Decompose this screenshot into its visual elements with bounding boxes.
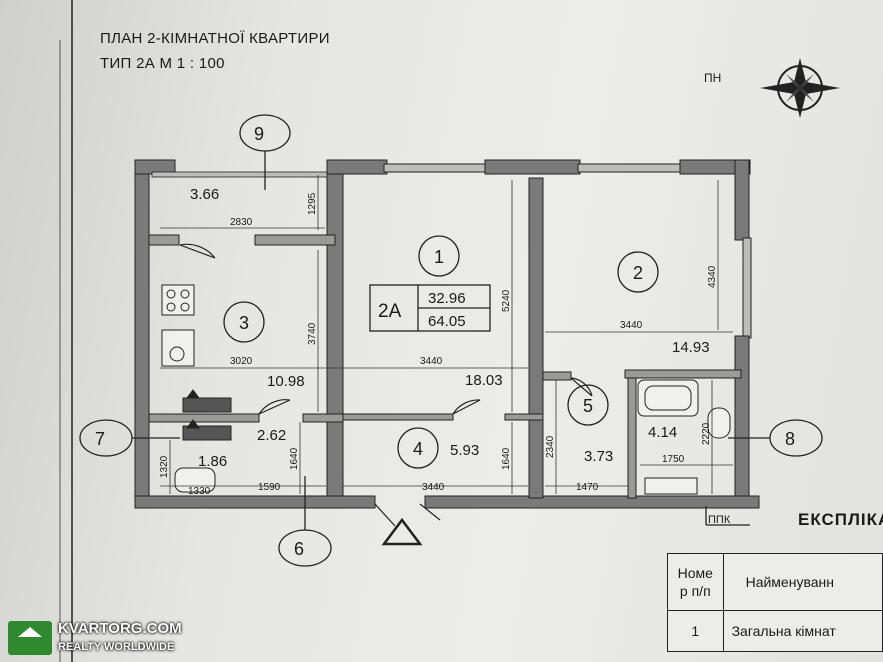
header-number-line1: Номе	[677, 565, 713, 581]
callout-label-7: 7	[95, 429, 105, 449]
vent-icon	[644, 477, 698, 495]
room-area-9: 3.66	[190, 186, 219, 203]
apartment-code-box	[369, 284, 491, 332]
inner-walls	[148, 234, 742, 499]
dim-1590: 1590	[258, 482, 281, 493]
row-number-cell: 1	[667, 610, 724, 652]
room-area-6: 2.62	[257, 427, 286, 444]
callout-label-6: 6	[294, 539, 304, 559]
house-logo-icon	[8, 621, 52, 655]
total-area: 64.05	[428, 313, 466, 330]
sink-icon	[161, 329, 195, 367]
watermark: KVARTORG.COM REALTY WORLDWIDE	[8, 620, 182, 656]
apartment-code: 2А	[378, 301, 402, 322]
room-number-3: 3	[239, 313, 249, 333]
room-number-4: 4	[413, 439, 423, 459]
room-circle-1	[418, 235, 460, 277]
room-area-7: 1.86	[198, 453, 227, 470]
stove-icon	[161, 284, 195, 316]
room-area-3: 10.98	[267, 373, 305, 390]
callout-6	[278, 529, 332, 567]
room-circle-3	[223, 301, 265, 343]
riser-icon-2	[182, 425, 232, 441]
explication-title: ЕКСПЛІКА	[798, 510, 883, 529]
dim-1320: 1320	[159, 455, 170, 478]
header-number-cell: Номе р п/п	[667, 553, 724, 611]
callout-label-9: 9	[254, 124, 264, 144]
balcony-window	[151, 171, 328, 178]
watermark-line2: REALTY WORLDWIDE	[58, 641, 175, 653]
room-area-4: 5.93	[450, 442, 479, 459]
compass-rose-icon	[760, 58, 840, 118]
dim-1640-a: 1640	[289, 447, 300, 470]
living-area: 32.96	[428, 290, 466, 307]
plan-title: ПЛАН 2-КІМНАТНОЇ КВАРТИРИ	[100, 30, 330, 47]
dim-2340: 2340	[545, 435, 556, 458]
riser-icon-1	[182, 397, 232, 413]
ppk-label: ППК	[708, 514, 731, 526]
room-area-1: 18.03	[465, 372, 503, 389]
dim-1750: 1750	[662, 454, 685, 465]
door-swings	[179, 243, 593, 527]
kitchen-equipment	[161, 284, 195, 367]
callout-label-8: 8	[785, 429, 795, 449]
explication-table: Номе р п/п Найменуванн 1 Загальна кімнат	[667, 553, 883, 652]
plan-subtitle: ТИП 2А М 1 : 100	[100, 55, 225, 72]
washbasin-icon	[707, 407, 731, 439]
dim-3740: 3740	[307, 322, 318, 345]
room-circle-2	[617, 251, 659, 293]
header-name-cell: Найменуванн	[722, 553, 883, 611]
dim-2220: 2220	[701, 422, 712, 445]
callout-8	[769, 419, 823, 457]
dim-1470: 1470	[576, 482, 599, 493]
room-circle-4	[397, 427, 439, 469]
room-number-2: 2	[633, 263, 643, 283]
dim-3020: 3020	[230, 356, 253, 367]
header-number-line2: р п/п	[679, 583, 711, 599]
callout-9	[239, 114, 291, 152]
dim-3440-c: 3440	[422, 482, 445, 493]
room-area-2: 14.93	[672, 339, 710, 356]
dim-1330: 1330	[188, 486, 211, 497]
dim-3440-b: 3440	[620, 320, 643, 331]
callout-7	[79, 419, 133, 457]
north-label: ПН	[704, 71, 722, 85]
room-area-8: 4.14	[648, 424, 677, 441]
room-number-1: 1	[434, 247, 444, 267]
watermark-line1: KVARTORG.COM	[58, 620, 182, 637]
room-area-5: 3.73	[584, 448, 613, 465]
room-number-5: 5	[583, 396, 593, 416]
table-header-row: Номе р п/п Найменуванн	[667, 553, 883, 611]
dim-3440-a: 3440	[420, 356, 443, 367]
dim-1640-b: 1640	[501, 447, 512, 470]
room-circle-5	[567, 384, 609, 426]
table-row: 1 Загальна кімнат	[667, 610, 883, 652]
dim-5240: 5240	[501, 289, 512, 312]
bathtub-icon	[637, 379, 699, 417]
dim-4340: 4340	[707, 265, 718, 288]
entrance-marker-icon	[381, 517, 423, 546]
callouts	[79, 114, 823, 567]
dimension-lines	[160, 175, 733, 494]
dim-1295: 1295	[307, 192, 318, 215]
row-name-cell: Загальна кімнат	[722, 610, 883, 652]
dim-2830: 2830	[230, 217, 253, 228]
